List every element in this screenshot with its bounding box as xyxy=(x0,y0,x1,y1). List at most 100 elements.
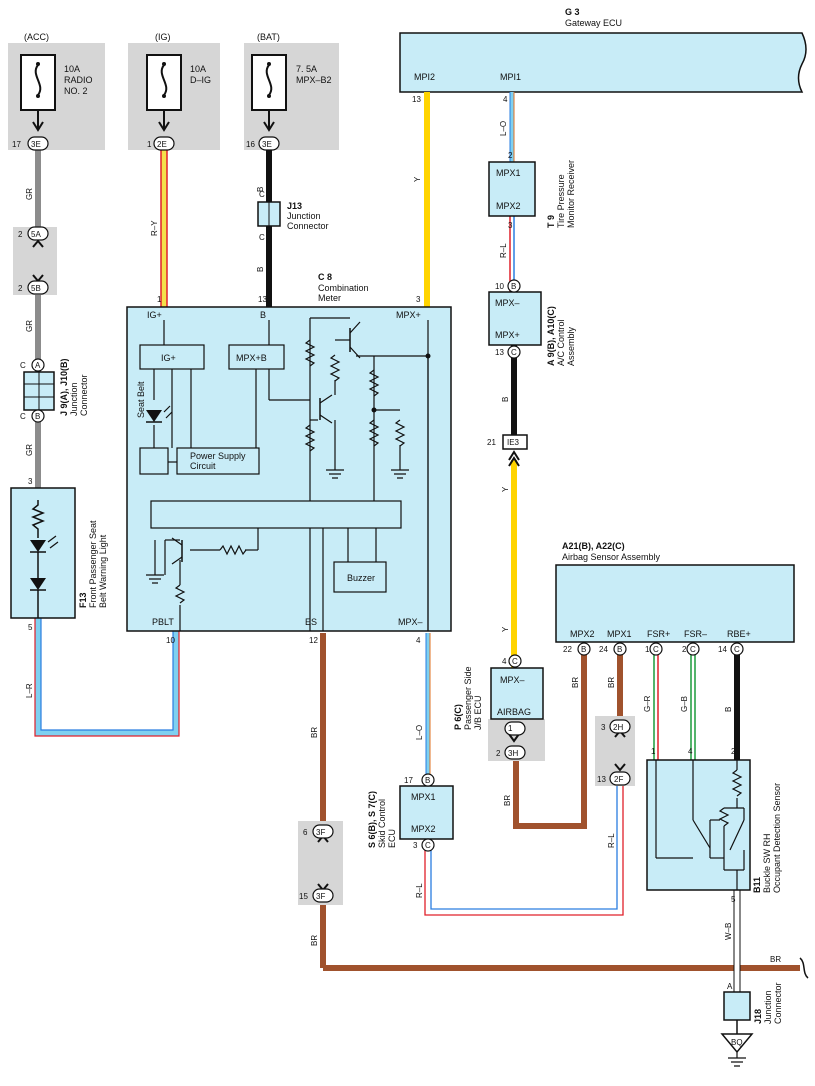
wire-label-rl3: R–L xyxy=(607,833,616,848)
jb-pin2: 2 xyxy=(496,749,501,758)
combo-pin-num-mpxp: 3 xyxy=(416,295,421,304)
combo-pin-pblt: PBLT xyxy=(152,617,174,627)
j13-name2: Connector xyxy=(287,221,329,231)
wire-label-ry: R–Y xyxy=(150,220,159,236)
airbag-pin-num-1: 24 xyxy=(599,645,608,654)
conn5-pin-top: 2 xyxy=(18,230,23,239)
jb-pin1: 1 xyxy=(508,724,513,733)
ac-pin-bot: 13 xyxy=(495,348,504,357)
pin-circles xyxy=(27,136,744,903)
ie3-label: IE3 xyxy=(507,438,520,447)
wire-label-br4: BR xyxy=(571,677,580,688)
tire-pin-top: 2 xyxy=(508,151,513,160)
wire-label-rl2: R–L xyxy=(415,883,424,898)
wire-label-br6: BR xyxy=(770,955,781,964)
combo-name2: Meter xyxy=(318,293,341,303)
conn5-conn-top: 5A xyxy=(31,230,41,239)
wire-label-br2: BR xyxy=(310,935,319,946)
fuse-acc-conn: 3E xyxy=(31,140,41,149)
skid-name1: Skid Control xyxy=(377,799,387,848)
ac-pin-top: 10 xyxy=(495,282,504,291)
wire-br-mpx2 xyxy=(513,655,587,829)
wire-label-y1: Y xyxy=(413,176,422,182)
jb-mpx-minus: MPX– xyxy=(500,675,525,685)
airbag-pin-name-3: FSR– xyxy=(684,629,707,639)
tire-pin-bot: 3 xyxy=(508,221,513,230)
wire-label-br1: BR xyxy=(310,727,319,738)
fuse-bat-supply: (BAT) xyxy=(257,32,280,42)
combo-pin-num-igp: 1 xyxy=(157,295,162,304)
j9-c-bot: C xyxy=(20,412,26,421)
combo-pin-mpxp: MPX+ xyxy=(396,310,421,320)
fuse-ig-name1: D–IG xyxy=(190,75,211,85)
airbag-pin-conn-3: C xyxy=(690,645,696,654)
wire-label-gr1: GR xyxy=(25,188,34,200)
airbag-pin-conn-1: B xyxy=(617,645,622,654)
conn3f-conn-bot: 3F xyxy=(316,892,325,901)
jb-conn2: 3H xyxy=(508,749,518,758)
cpu-bar xyxy=(150,500,402,529)
combo-psc2: Circuit xyxy=(190,461,216,471)
gateway-pin-mpi2: MPI2 xyxy=(414,72,435,82)
airbag-pin-num-2: 1 xyxy=(645,645,650,654)
ac-pin-bot-conn: C xyxy=(511,348,517,357)
skid-mpx1: MPX1 xyxy=(411,792,436,802)
j13-c-bot: C xyxy=(259,233,265,242)
ac-pin-top-conn: B xyxy=(511,282,516,291)
wire-label-b2: B xyxy=(256,267,265,272)
conn2h-conn-top: 2H xyxy=(613,723,623,732)
combo-box-mpxb: MPX+B xyxy=(236,353,267,363)
buckle-pin1: 1 xyxy=(651,747,656,756)
gateway-pin-num-mpi2: 13 xyxy=(412,95,421,104)
j9-name1: Junction xyxy=(69,382,79,416)
j13-name1: Junction xyxy=(287,211,321,221)
gateway-pin-num-mpi1: 4 xyxy=(503,95,508,104)
ac-mpx-plus: MPX+ xyxy=(495,330,520,340)
combo-pin-mpxm: MPX– xyxy=(398,617,423,627)
skid-pin-bot-conn: C xyxy=(425,841,431,850)
fuse-acc-rating: 10A xyxy=(64,64,80,74)
f13-id: F13 xyxy=(78,592,88,608)
fuse-bat-name1: MPX–B2 xyxy=(296,75,332,85)
conn2h-conn-bot: 2F xyxy=(614,775,623,784)
airbag-pin-conn-0: B xyxy=(581,645,586,654)
conn2h-pin-top: 3 xyxy=(601,723,606,732)
wire-label-y3: Y xyxy=(501,626,510,632)
airbag-pin-conn-4: C xyxy=(734,645,740,654)
wire-label-lr: L–R xyxy=(25,683,34,698)
wire-label-gb: G–B xyxy=(680,696,689,712)
wire-label-gr4: G–R xyxy=(643,695,652,712)
j9-c-bot-conn: B xyxy=(35,412,40,421)
ac-name2: Assembly xyxy=(566,326,576,366)
gateway-id: G 3 xyxy=(565,7,580,17)
ac-id: A 9(B), A10(C) xyxy=(546,306,556,366)
airbag-pin-conn-2: C xyxy=(653,645,659,654)
tire-mpx1: MPX1 xyxy=(496,168,521,178)
fuse-bat-conn: 3E xyxy=(262,140,272,149)
wire-label-br3: BR xyxy=(503,795,512,806)
airbag-sensor-box xyxy=(555,564,795,643)
fuse-ig-supply: (IG) xyxy=(155,32,171,42)
fuse-acc-name2: NO. 2 xyxy=(64,86,88,96)
airbag-pin-num-4: 14 xyxy=(718,645,727,654)
f13-pin-top: 3 xyxy=(28,477,33,486)
wire-label-b4: B xyxy=(724,707,733,712)
jb-pin: 4 xyxy=(502,657,507,666)
jb-name1: Passenger Side xyxy=(463,666,473,730)
buckle-id: B11 xyxy=(752,877,762,893)
j13-id: J13 xyxy=(287,201,302,211)
fuse-acc-pin: 17 xyxy=(12,140,21,149)
conn3f-pin-top: 6 xyxy=(303,828,308,837)
wire-label-br5: BR xyxy=(607,677,616,688)
skid-pin-top-conn: B xyxy=(425,776,430,785)
airbag-name: Airbag Sensor Assembly xyxy=(562,552,661,562)
f13-pin-bot: 5 xyxy=(28,623,33,632)
conn2h-pin-bot: 13 xyxy=(597,775,606,784)
tire-mpx2: MPX2 xyxy=(496,201,521,211)
combo-pin-num-mpxm: 4 xyxy=(416,636,421,645)
airbag-pin-name-0: MPX2 xyxy=(570,629,595,639)
jb-airbag: AIRBAG xyxy=(497,707,531,717)
fuse-bat-symbol xyxy=(251,54,287,111)
combo-pin-es: ES xyxy=(305,617,317,627)
conn3f-pin-bot: 15 xyxy=(299,892,308,901)
